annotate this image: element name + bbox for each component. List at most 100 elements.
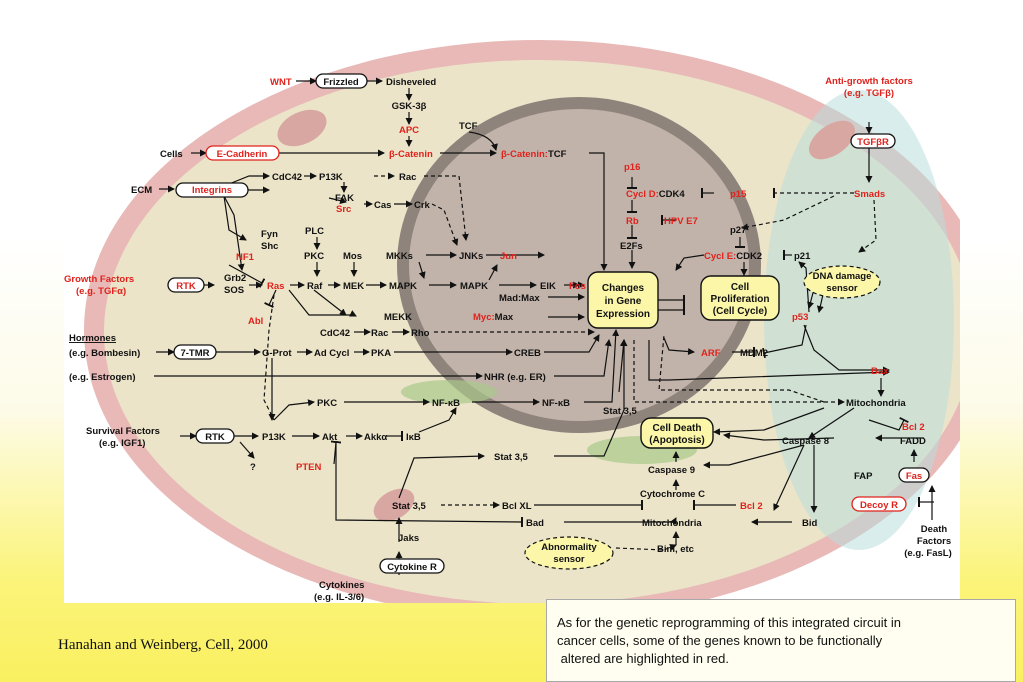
- label-estrogen: (e.g. Estrogen): [69, 372, 136, 383]
- label-ecm: ECM: [131, 185, 152, 196]
- label-rac-top: Rac: [399, 172, 416, 183]
- label-integrins: Integrins: [192, 185, 232, 196]
- label-jaks: Jaks: [398, 533, 419, 544]
- label-fak: FAK: [335, 193, 354, 204]
- label-frizzled: Frizzled: [323, 77, 359, 88]
- label-mapk-right: MAPK: [460, 281, 488, 292]
- label-prolif-3: (Cell Cycle): [713, 306, 767, 317]
- label-cdk2: CDK2: [736, 251, 762, 262]
- citation: Hanahan and Weinberg, Cell, 2000: [58, 637, 268, 653]
- label-shc: Shc: [261, 241, 278, 252]
- label-bcatenin-tcf-red: β-Catenin:: [501, 149, 548, 160]
- label-fap: FAP: [854, 471, 873, 482]
- label-elk: ElK: [540, 281, 556, 292]
- label-p53: p53: [792, 312, 808, 323]
- label-akt: Akt: [322, 432, 338, 443]
- label-p27: p27: [730, 225, 746, 236]
- label-changes-3: Expression: [596, 309, 650, 320]
- label-fyn: Fyn: [261, 229, 278, 240]
- label-tcf: TCF: [459, 121, 478, 132]
- label-mycmax: Myc:Max: [473, 312, 514, 323]
- label-nfkb-mid: NF-κB: [432, 398, 460, 409]
- label-cas: Cas: [374, 200, 391, 211]
- label-p13k-low: P13K: [262, 432, 286, 443]
- label-changes-1: Changes: [602, 283, 645, 294]
- label-growth-factors-eg: (e.g. TGFα): [76, 286, 126, 297]
- label-rtk-top: RTK: [176, 281, 196, 292]
- label-rb: Rb: [626, 216, 639, 227]
- label-question: ?: [250, 462, 256, 473]
- label-akka: Akkα: [364, 432, 387, 443]
- caption-line-1: As for the genetic reprogramming of this…: [557, 615, 901, 630]
- label-cdc42-mid: CdC42: [320, 328, 350, 339]
- label-sos: SOS: [224, 285, 244, 296]
- label-abnorm-1: Abnormality: [541, 542, 597, 553]
- label-p15: p15: [730, 189, 747, 200]
- label-adcycl: Ad Cycl: [314, 348, 349, 359]
- label-decoy: Decoy R: [860, 500, 898, 511]
- label-plc: PLC: [305, 226, 324, 237]
- label-cycle-cdk2: Cycl E:CDK2: [704, 251, 762, 262]
- label-cytc: Cytochrome C: [640, 489, 705, 500]
- label-p21: p21: [794, 251, 811, 262]
- caption-line-2: cancer cells, some of the genes known to…: [557, 633, 883, 648]
- label-fadd: FADD: [900, 436, 926, 447]
- label-hormones: Hormones: [69, 333, 116, 344]
- label-apc: APC: [399, 125, 419, 136]
- label-creb: CREB: [514, 348, 541, 359]
- label-mito-low: Mitochondria: [642, 518, 702, 529]
- label-cycld-cdk4: Cycl D:CDK4: [626, 189, 685, 200]
- label-max: Max: [495, 312, 514, 323]
- label-mdm2: MDM2: [740, 348, 768, 359]
- label-fos: Fos: [569, 281, 586, 292]
- label-stat35-center: Stat 3,5: [603, 406, 638, 417]
- label-mekk: MEKK: [384, 312, 412, 323]
- label-rtk-low: RTK: [205, 432, 225, 443]
- label-caspase8: Caspase 8: [782, 436, 829, 447]
- label-rho: Rho: [411, 328, 430, 339]
- label-fas: Fas: [906, 471, 922, 482]
- gene-boxes: [167, 73, 930, 574]
- label-bim: Bim, etc: [657, 544, 694, 555]
- label-myc: Myc:: [473, 312, 495, 323]
- golgi: [401, 380, 497, 404]
- label-mapk-left: MAPK: [389, 281, 417, 292]
- label-prolif-2: Proliferation: [711, 294, 770, 305]
- signaling-pathway-figure: WNT Frizzled Disheveled GSK-3β APC TCF C…: [64, 40, 960, 603]
- label-death-factors-3: (e.g. FasL): [904, 548, 952, 559]
- label-mito-right: Mitochondria: [846, 398, 906, 409]
- pathway-connectors: [154, 77, 936, 575]
- diagram-labels: WNT Frizzled Disheveled GSK-3β APC TCF C…: [64, 76, 952, 603]
- sensor-ellipses: [524, 265, 881, 570]
- label-ras: Ras: [267, 281, 284, 292]
- pathway-diagram: WNT Frizzled Disheveled GSK-3β APC TCF C…: [64, 40, 960, 603]
- label-mek: MEK: [343, 281, 364, 292]
- label-stat35-low: Stat 3,5: [392, 501, 427, 512]
- mitochondrion: [277, 109, 327, 147]
- label-caspase9: Caspase 9: [648, 465, 695, 476]
- mitochondrion: [373, 488, 415, 522]
- label-ecadherin: E-Cadherin: [217, 149, 268, 160]
- label-growth-factors: Growth Factors: [64, 274, 134, 285]
- label-arf: ARF: [701, 348, 721, 359]
- label-nhr: NHR (e.g. ER): [484, 372, 546, 383]
- label-nfkb-right: NF-κB: [542, 398, 570, 409]
- label-p13k-top: P13K: [319, 172, 343, 183]
- label-stat35-mid: Stat 3,5: [494, 452, 529, 463]
- label-bax: Bax: [871, 366, 889, 377]
- label-abl: Abl: [248, 316, 263, 327]
- label-jun: Jun: [500, 251, 517, 262]
- label-p16: p16: [624, 162, 640, 173]
- label-bad: Bad: [526, 518, 544, 529]
- label-gsk3b: GSK-3β: [392, 101, 427, 112]
- mitochondrion: [809, 120, 855, 160]
- label-hpv: HPV E7: [664, 216, 698, 227]
- label-pkc-low: PKC: [317, 398, 337, 409]
- label-bcl2-right: Bcl 2: [902, 422, 925, 433]
- label-cytokines: Cytokines: [319, 580, 364, 591]
- label-bid: Bid: [802, 518, 818, 529]
- label-bclxl: Bcl XL: [502, 501, 532, 512]
- label-cycld: Cycl D:: [626, 189, 659, 200]
- caption-line-3: altered are highlighted in red.: [557, 651, 730, 666]
- label-cells: Cells: [160, 149, 183, 160]
